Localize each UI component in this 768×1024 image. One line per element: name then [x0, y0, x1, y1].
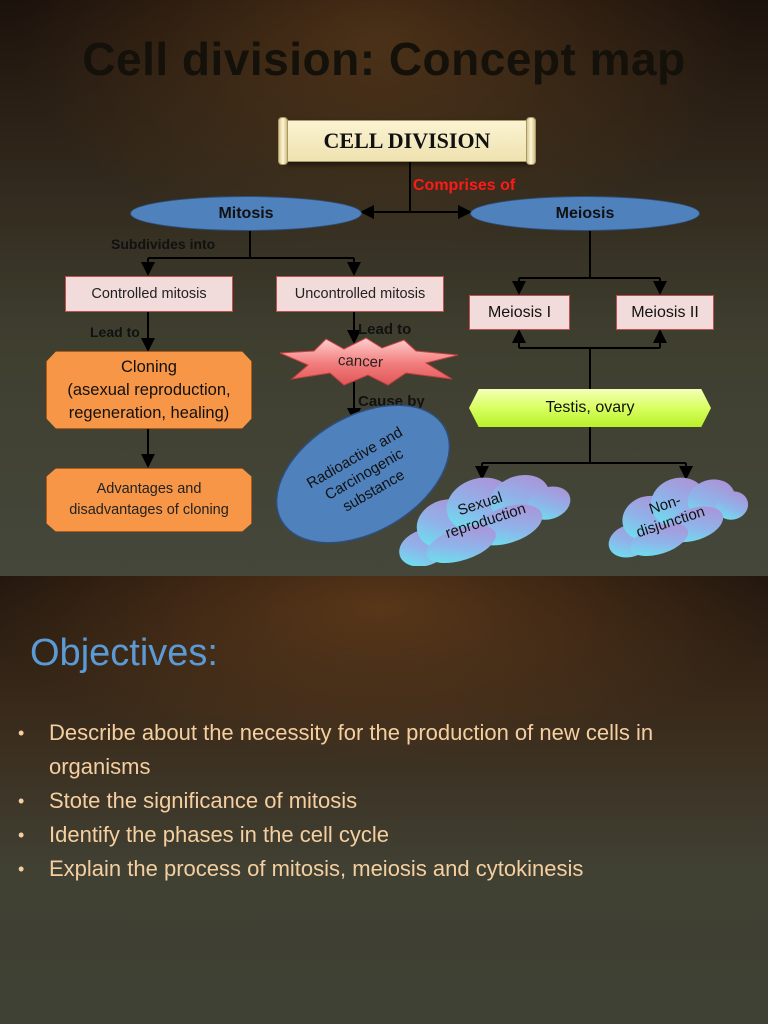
objectives-slide: Objectives: • Describe about the necessit… — [0, 576, 768, 1024]
list-item: • Identify the phases in the cell cycle — [18, 818, 758, 852]
cancer-burst-icon — [279, 337, 459, 386]
advantages-box: Advantages and disadvantages of cloning — [46, 468, 252, 532]
objectives-heading-colon: : — [207, 632, 218, 674]
scroll-curl-right — [526, 117, 536, 165]
objectives-heading-text: Objectives — [30, 632, 208, 674]
scroll-curl-left — [278, 117, 288, 165]
objective-text: Identify the phases in the cell cycle — [49, 822, 389, 847]
uncontrolled-mitosis-box: Uncontrolled mitosis — [276, 276, 444, 312]
cloning-line3: regeneration, healing) — [68, 403, 230, 422]
meiosis-label: Meiosis — [555, 204, 615, 222]
advantages-line2: disadvantages of cloning — [69, 502, 229, 518]
list-item: • Stote the significance of mitosis — [18, 784, 758, 818]
bullet-icon: • — [18, 825, 25, 845]
list-item: • Explain the process of mitosis, meiosis… — [18, 852, 758, 886]
slide-title: Cell division: Concept map — [82, 33, 686, 85]
subdivides-label: Subdivides into — [111, 236, 216, 252]
testis-ovary-label: Testis, ovary — [545, 399, 635, 416]
testis-ovary-box: Testis, ovary — [469, 389, 711, 427]
comprises-label: Comprises of — [413, 177, 516, 194]
non-disjunction-cloud-icon — [608, 477, 749, 558]
objective-text: Explain the process of mitosis, meiosis … — [49, 856, 584, 881]
advantages-line1: Advantages and — [96, 481, 202, 497]
bullet-icon: • — [18, 859, 25, 879]
bullet-icon: • — [18, 791, 25, 811]
mitosis-label: Mitosis — [218, 204, 274, 222]
cloning-box: Cloning (asexual reproduction, regenerat… — [46, 351, 252, 429]
cloning-line2: (asexual reproduction, — [67, 380, 231, 399]
lead-to-left-label: Lead to — [90, 324, 140, 340]
objectives-list: • Describe about the necessity for the pr… — [18, 716, 758, 886]
root-label: CELL DIVISION — [323, 128, 491, 153]
meiosis-1-label: Meiosis I — [487, 303, 552, 321]
concept-map-slide: Cell division: Concept map — [0, 0, 768, 576]
mitosis-node: Mitosis — [130, 196, 362, 231]
meiosis-1-box: Meiosis I — [469, 295, 570, 330]
list-item: • Describe about the necessity for the pr… — [18, 716, 758, 784]
cancer-label: cancer — [337, 351, 384, 372]
radioactive-ellipse — [275, 404, 451, 544]
bullet-icon: • — [18, 723, 25, 743]
controlled-mitosis-box: Controlled mitosis — [65, 276, 233, 312]
uncontrolled-mitosis-label: Uncontrolled mitosis — [294, 286, 426, 302]
meiosis-2-label: Meiosis II — [631, 303, 699, 321]
meiosis-2-box: Meiosis II — [616, 295, 714, 330]
lead-to-right-label: Lead to — [358, 321, 412, 338]
objective-text: Describe about the necessity for the pro… — [49, 720, 654, 779]
controlled-mitosis-label: Controlled mitosis — [91, 286, 207, 302]
sexual-reproduction-cloud-icon — [399, 474, 571, 566]
meiosis-node: Meiosis — [470, 196, 700, 231]
cell-division-root-box: CELL DIVISION — [278, 117, 536, 165]
objective-text: Stote the significance of mitosis — [49, 788, 358, 813]
cloning-line1: Cloning — [121, 357, 177, 376]
objectives-heading: Objectives: — [30, 632, 218, 675]
